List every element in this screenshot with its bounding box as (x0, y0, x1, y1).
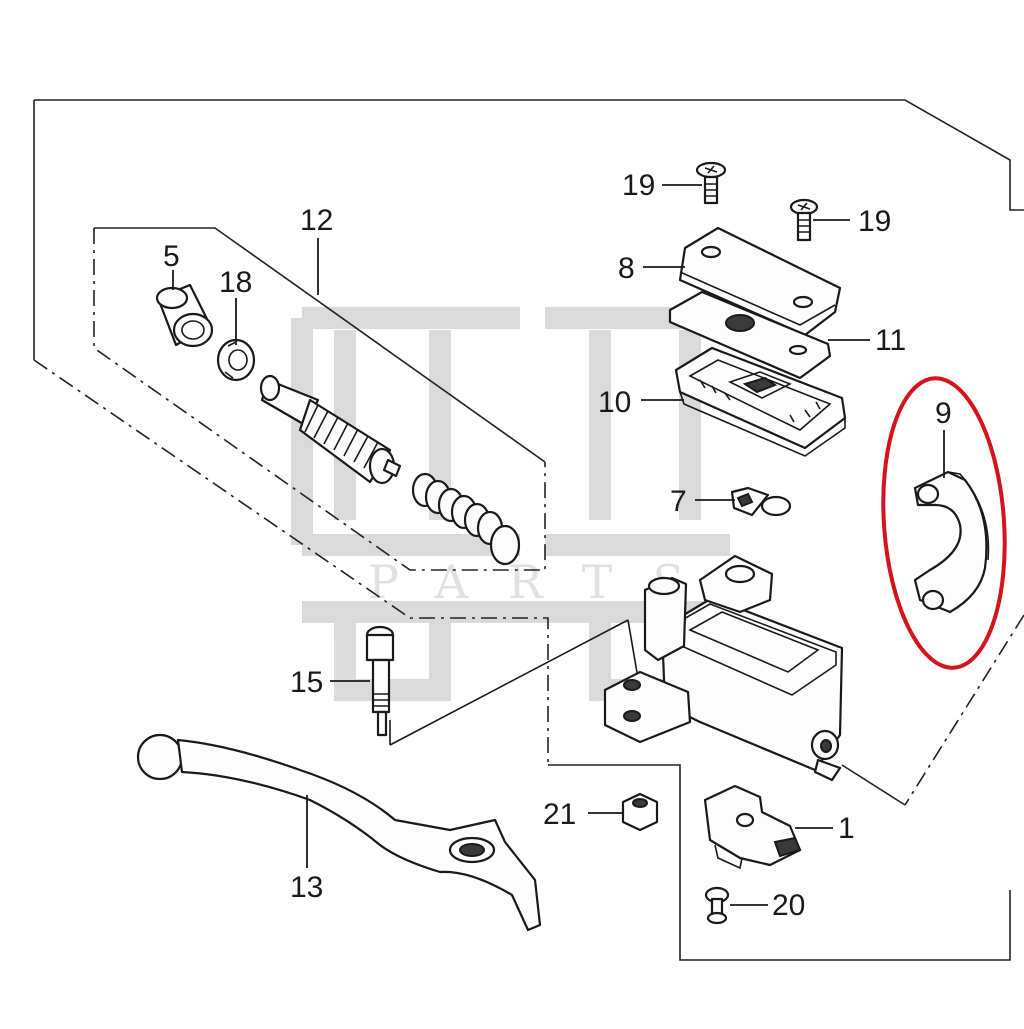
part-spring (411, 472, 521, 566)
part-reservoir-cap (678, 226, 842, 337)
callout-15: 15 (290, 666, 323, 699)
part-master-cylinder (603, 554, 844, 782)
callout-18: 18 (219, 266, 252, 299)
part-pivot-bolt (365, 625, 395, 737)
part-plate (668, 290, 832, 380)
callout-19b: 19 (858, 205, 891, 238)
part-brake-lever (136, 733, 542, 932)
callout-12: 12 (300, 204, 333, 237)
part-circlip (216, 338, 256, 382)
callout-10: 10 (598, 386, 631, 419)
callout-8: 8 (618, 252, 635, 285)
assembly-frame (33, 99, 1024, 961)
part-brake-switch (703, 784, 802, 870)
watermark-text: PARTS (368, 555, 724, 609)
part-clamp-holder (913, 470, 990, 614)
callout-1: 1 (838, 812, 855, 845)
callout-7: 7 (670, 485, 687, 518)
part-nut (621, 792, 659, 832)
part-boot (155, 283, 214, 348)
callout-19a: 19 (622, 169, 655, 202)
part-piston (259, 374, 402, 485)
part-screw-right (789, 198, 819, 242)
part-screw-top (695, 161, 727, 205)
part-switch-screw (704, 886, 730, 925)
callout-labels: 1 5 7 8 9 10 11 12 13 15 18 19 19 20 21 (163, 169, 952, 922)
callout-11: 11 (875, 324, 906, 357)
highlight-ring (881, 376, 1007, 670)
part-diaphragm (674, 346, 847, 457)
callout-20: 20 (772, 889, 805, 922)
callout-21: 21 (543, 798, 576, 831)
callout-5: 5 (163, 240, 180, 273)
leader-lines (172, 184, 945, 906)
watermark-logo: PARTS (291, 307, 730, 701)
part-clip (730, 486, 792, 517)
callout-9: 9 (935, 397, 952, 430)
callout-13: 13 (290, 871, 323, 904)
piston-kit-frame (93, 227, 546, 571)
